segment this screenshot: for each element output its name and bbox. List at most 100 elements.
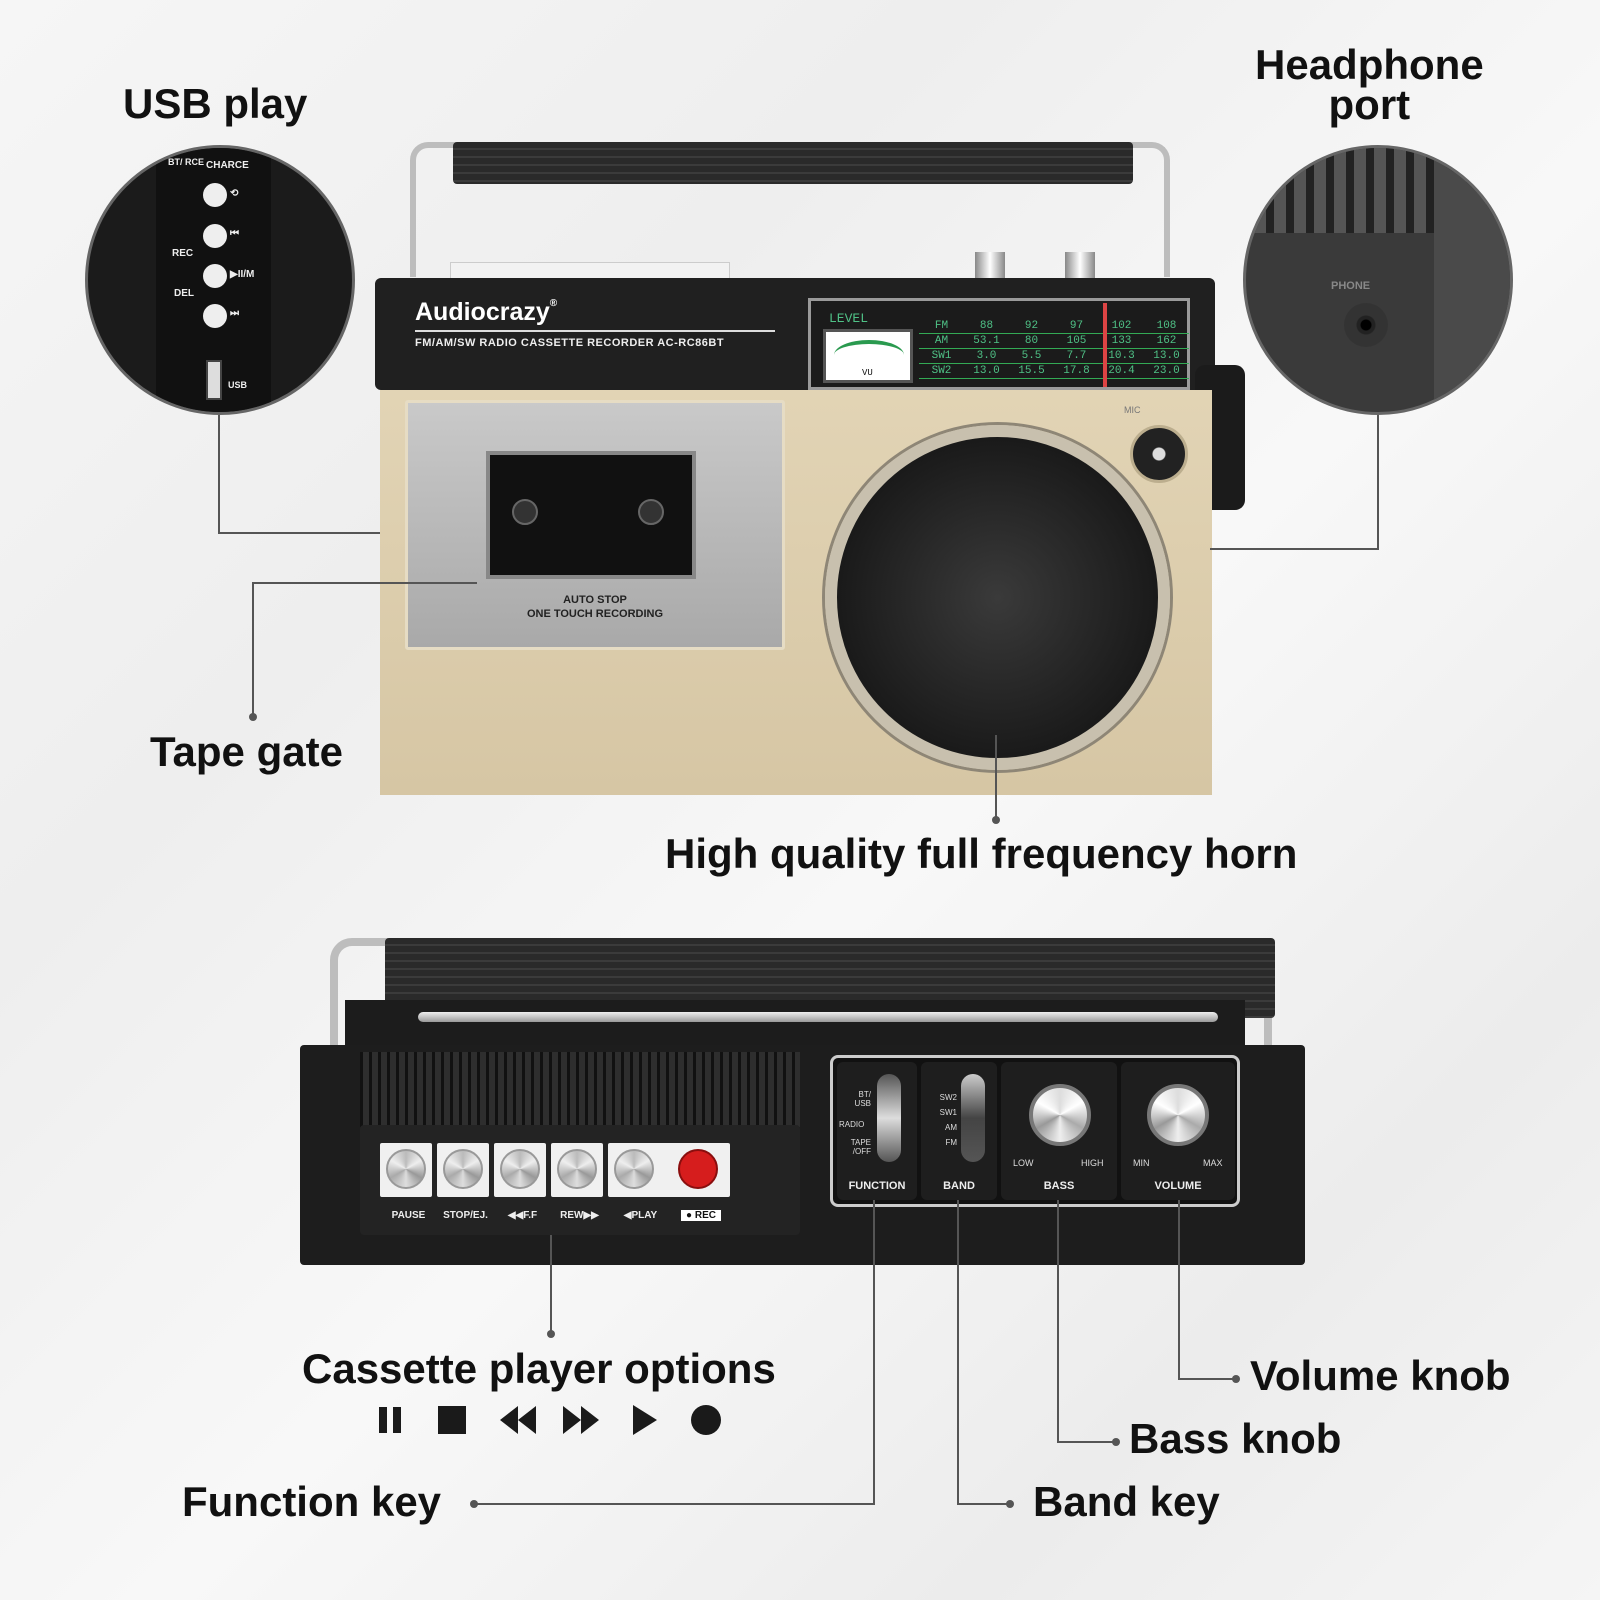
speaker-vent xyxy=(360,1052,800,1127)
key-label: ● REC xyxy=(681,1210,721,1221)
key-label: PAUSE xyxy=(391,1210,426,1221)
callout-cassette-options: Cassette player options xyxy=(302,1345,776,1392)
repeat-button[interactable] xyxy=(203,183,227,207)
mic-label: MIC xyxy=(1124,405,1141,415)
top-knob-1 xyxy=(975,252,1005,280)
leader-dot xyxy=(1232,1375,1240,1383)
next-icon: ⏭ xyxy=(230,308,239,319)
fast-forward-icon xyxy=(563,1406,599,1434)
antenna-bay xyxy=(345,1000,1245,1050)
callout-tape-gate: Tape gate xyxy=(150,728,343,775)
carry-handle xyxy=(453,142,1133,184)
function-slider[interactable] xyxy=(877,1074,901,1162)
previous-button[interactable] xyxy=(203,224,227,248)
play-mode-label: ▶II/M xyxy=(230,269,255,280)
volume-knob[interactable] xyxy=(1147,1084,1209,1146)
repeat-icon: ⟲ xyxy=(230,188,239,199)
mic-grille xyxy=(1130,425,1188,483)
usb-zoom-panel: BT/ RCE CHARCE ⟲ ⏮ REC ▶II/M DEL ⏭ USB xyxy=(85,145,355,415)
leader-bass-h xyxy=(1057,1441,1117,1443)
vu-label: VU xyxy=(862,368,873,378)
side-panel xyxy=(1434,148,1510,412)
callout-band-key: Band key xyxy=(1033,1478,1220,1525)
play-pause-button[interactable] xyxy=(203,264,227,288)
volume-min: MIN xyxy=(1133,1158,1150,1168)
leader-headphone-h xyxy=(1210,548,1378,550)
leader-dot xyxy=(249,713,257,721)
usb-label: USB xyxy=(228,380,248,390)
function-switch[interactable]: BT/ USB RADIO TAPE /OFF FUNCTION xyxy=(837,1062,917,1200)
key-label: REW▶▶ xyxy=(560,1210,599,1221)
tape-window xyxy=(486,451,696,579)
del-label: DEL xyxy=(174,288,194,299)
leader-tape-gate-h xyxy=(252,582,477,584)
top-knob-2 xyxy=(1065,252,1095,280)
callout-function-key: Function key xyxy=(182,1478,442,1525)
tape-reel-right xyxy=(638,499,664,525)
leader-band-h xyxy=(957,1503,1009,1505)
pause-icon xyxy=(379,1407,401,1433)
headphone-jack[interactable] xyxy=(1344,303,1388,347)
play-record-key[interactable] xyxy=(608,1143,730,1197)
tuning-needle xyxy=(1103,303,1107,387)
key-label: ◀PLAY xyxy=(623,1210,658,1221)
leader-function xyxy=(873,1200,875,1505)
leader-bass xyxy=(1057,1200,1059,1443)
headphone-zoom-panel: PHONE xyxy=(1243,145,1513,415)
key-label: ◀◀F.F xyxy=(507,1210,538,1221)
stop-eject-key[interactable] xyxy=(437,1143,489,1197)
brand-underline xyxy=(415,330,775,332)
bass-control: LOW HIGH BASS xyxy=(1001,1062,1117,1200)
stop-icon xyxy=(438,1406,466,1434)
leader-dot xyxy=(470,1500,478,1508)
band-title: BAND xyxy=(943,1180,975,1192)
level-label: LEVEL xyxy=(829,311,869,326)
leader-usb-h xyxy=(218,532,380,534)
previous-icon: ⏮ xyxy=(230,228,239,239)
band-slider[interactable] xyxy=(961,1074,985,1162)
leader-headphone xyxy=(1377,415,1379,550)
model-subtitle: FM/AM/SW RADIO CASSETTE RECORDER AC-RC86… xyxy=(415,337,725,349)
rewind-icon xyxy=(500,1406,536,1434)
callout-horn: High quality full frequency horn xyxy=(665,830,1298,877)
phone-label: PHONE xyxy=(1331,280,1371,292)
function-pos: BT/ USB xyxy=(854,1090,871,1108)
usb-port xyxy=(206,360,222,400)
bass-knob[interactable] xyxy=(1029,1084,1091,1146)
callout-volume-knob: Volume knob xyxy=(1250,1352,1511,1399)
pause-key[interactable] xyxy=(380,1143,432,1197)
key-labels: PAUSE STOP/EJ. ◀◀F.F REW▶▶ ◀PLAY ● REC xyxy=(380,1210,740,1221)
rec-label: REC xyxy=(172,248,194,259)
leader-volume xyxy=(1178,1200,1180,1380)
callout-usb-play: USB play xyxy=(123,80,308,127)
volume-max: MAX xyxy=(1203,1158,1223,1168)
leader-function-h xyxy=(475,1503,875,1505)
leader-tape-gate xyxy=(252,582,254,717)
leader-horn xyxy=(995,735,997,820)
leader-band xyxy=(957,1200,959,1505)
next-button[interactable] xyxy=(203,304,227,328)
vu-scale xyxy=(834,340,904,370)
leader-cassette xyxy=(550,1235,552,1335)
leader-volume-h xyxy=(1178,1378,1235,1380)
leader-dot xyxy=(547,1330,555,1338)
fast-forward-key[interactable] xyxy=(494,1143,546,1197)
rewind-key[interactable] xyxy=(551,1143,603,1197)
volume-title: VOLUME xyxy=(1154,1180,1202,1192)
bass-title: BASS xyxy=(1043,1180,1075,1192)
record-icon xyxy=(691,1405,721,1435)
tape-reel-left xyxy=(512,499,538,525)
play-icon xyxy=(633,1405,657,1435)
leader-dot xyxy=(1006,1500,1014,1508)
